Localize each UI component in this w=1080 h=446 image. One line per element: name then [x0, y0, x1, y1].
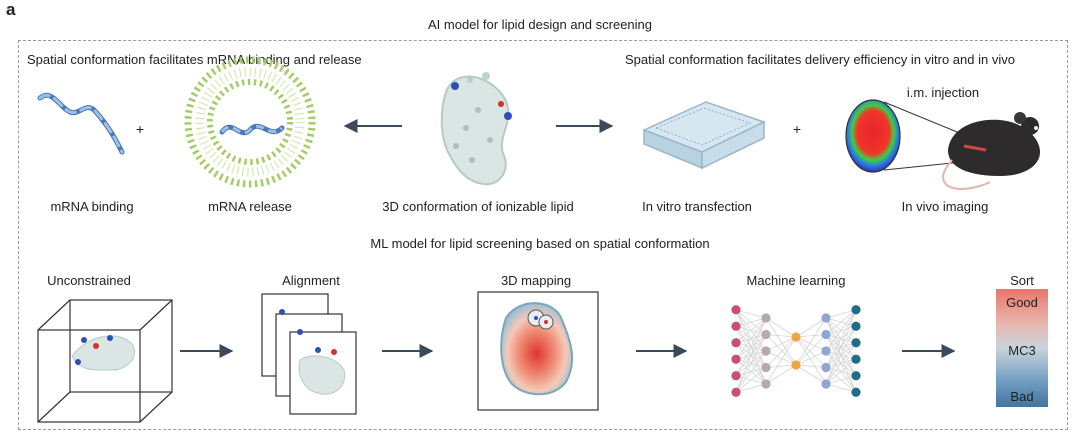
nn-edge [735, 317, 767, 327]
nn-edge [825, 309, 857, 385]
plus-sign-right: + [792, 121, 802, 137]
panel-letter: a [6, 0, 16, 19]
label-in-vitro: In vitro transfection [642, 199, 752, 214]
nn-node [791, 360, 801, 370]
nn-node [731, 305, 741, 315]
nn-node [851, 387, 861, 397]
nn-node [731, 387, 741, 397]
sort-scale-bar [996, 289, 1048, 407]
nn-node [821, 313, 831, 323]
nn-node [851, 371, 861, 381]
step-machine-learning: Machine learning [746, 273, 846, 288]
nn-edge [825, 342, 857, 385]
nn-node [761, 362, 771, 373]
label-conformation: 3D conformation of ionizable lipid [382, 199, 574, 214]
nn-node [731, 371, 741, 381]
nn-edge [735, 317, 767, 376]
nn-edge [795, 317, 827, 366]
nn-node [821, 362, 831, 373]
nn-edge [795, 334, 827, 338]
nn-node [851, 354, 861, 364]
unconstrained-cube-icon [37, 299, 173, 423]
nn-edge [765, 336, 797, 368]
nn-edge [765, 336, 797, 352]
alignment-stack-icon [261, 293, 357, 415]
figure-title: AI model for lipid design and screening [427, 17, 653, 32]
in-vivo-image [845, 99, 1040, 190]
step-sort: Sort [1010, 273, 1034, 288]
step-unconstrained: Unconstrained [47, 273, 131, 288]
nn-edge [765, 364, 797, 368]
nn-edge [735, 317, 767, 393]
step-alignment: Alignment [282, 273, 340, 288]
micelle-icon [184, 56, 316, 188]
nn-node [821, 329, 831, 340]
nn-edge [765, 364, 797, 385]
mrna-helix-icon [37, 92, 125, 155]
nn-edge [735, 350, 767, 393]
nn-edge [735, 367, 767, 393]
nn-edge [735, 317, 767, 360]
nn-edge [795, 336, 827, 368]
nn-node [821, 379, 831, 389]
nn-edge [795, 364, 827, 368]
nn-edge [795, 336, 827, 352]
nn-edge [795, 336, 827, 385]
nn-node [851, 305, 861, 315]
nn-edge [765, 317, 797, 366]
sort-label-bad: Bad [1010, 389, 1034, 404]
nn-node [851, 338, 861, 348]
well-plate-icon [642, 101, 766, 170]
label-in-vivo: In vivo imaging [901, 199, 989, 214]
nn-edge [825, 309, 857, 335]
unconstrained-molecule-icon [71, 335, 135, 371]
lipid-molecule-icon [440, 72, 512, 186]
nn-node [731, 321, 741, 331]
label-injection: i.m. injection [906, 85, 980, 100]
nn-edge [765, 317, 797, 338]
nn-node [761, 329, 771, 340]
nn-edge [795, 334, 827, 366]
nn-node [851, 321, 861, 331]
nn-edge [765, 334, 797, 366]
neural-network-icon [731, 305, 861, 397]
nn-node [791, 332, 801, 342]
label-mrna-release: mRNA release [208, 199, 292, 214]
nn-edge [735, 383, 767, 393]
top-right-heading: Spatial conformation facilitates deliver… [625, 52, 1015, 67]
step-mapping: 3D mapping [500, 273, 572, 288]
nn-edge [735, 317, 767, 344]
nn-node [761, 379, 771, 389]
nn-edge [765, 334, 797, 338]
nn-edge [735, 334, 767, 393]
nn-edge [825, 309, 857, 368]
sort-label-good: Good [1006, 295, 1038, 310]
label-mrna-binding: mRNA binding [50, 199, 134, 214]
sort-label-mc3: MC3 [1008, 343, 1036, 358]
nn-edge [765, 350, 797, 366]
nn-node [731, 354, 741, 364]
nn-edge [825, 375, 857, 385]
nn-edge [825, 309, 857, 352]
nn-edge [765, 336, 797, 385]
nn-edge [825, 309, 857, 319]
nn-node [821, 346, 831, 356]
dashed-frame [18, 40, 1068, 430]
nn-edge [825, 358, 857, 385]
nn-edge [795, 364, 827, 385]
nn-edge [795, 350, 827, 366]
nn-node [761, 346, 771, 356]
nn-node [761, 313, 771, 323]
nn-edge [795, 317, 827, 338]
nn-edge [735, 309, 767, 319]
mapping-heatmap-icon [477, 291, 599, 411]
nn-edge [825, 383, 857, 393]
plus-sign-left: + [135, 121, 145, 137]
nn-edge [825, 326, 857, 385]
ml-heading: ML model for lipid screening based on sp… [370, 236, 710, 251]
nn-node [731, 338, 741, 348]
